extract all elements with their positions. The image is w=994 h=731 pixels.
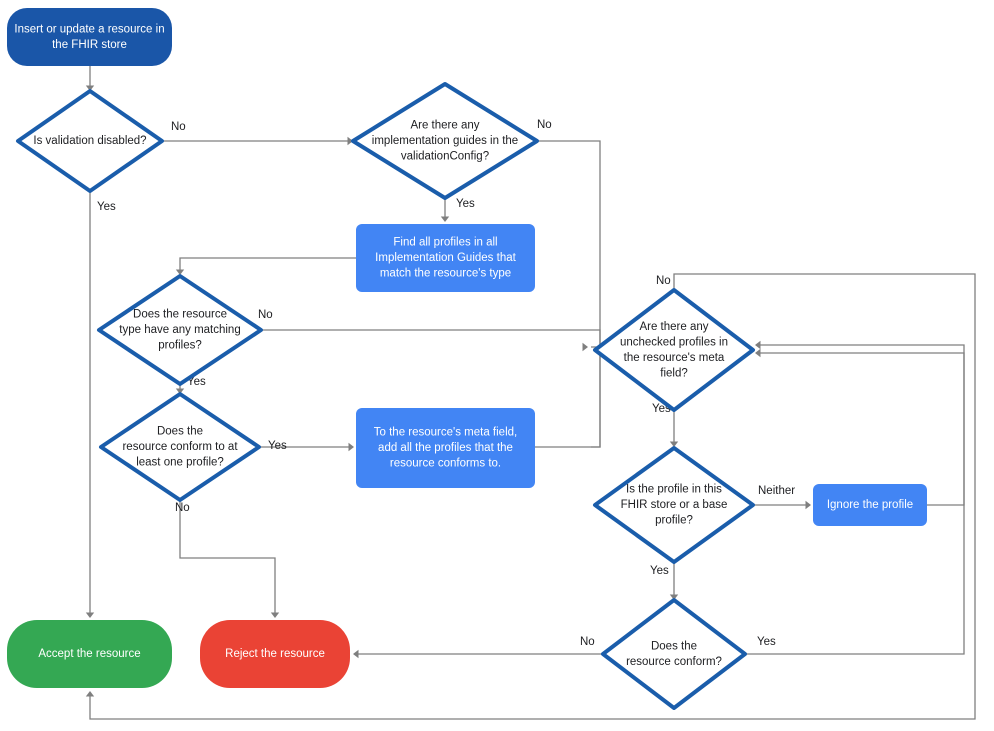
terminal-reject-resource-label: Reject the resource	[225, 648, 325, 660]
edge-validation-no-to-impl-guides-label: No	[171, 121, 186, 133]
edge-resource-conform-no-to-reject: No	[353, 636, 603, 659]
process-add-profiles-to-meta-label: To the resource's meta field,add all the…	[374, 427, 517, 470]
edge-resource-conform-no-to-reject-label: No	[580, 636, 595, 648]
edge-validation-yes-to-accept-arrowhead	[85, 612, 95, 618]
edge-find-profiles-to-matching	[175, 257, 356, 275]
edge-conform-one-no-to-reject-line	[179, 500, 276, 615]
edge-start-to-validation	[85, 66, 95, 91]
edge-impl-guides-yes-to-find-profiles: Yes	[440, 198, 475, 222]
decision-is-validation-disabled-shape[interactable]	[16, 89, 164, 193]
decision-is-validation-disabled[interactable]: Is validation disabled?	[16, 89, 164, 193]
decision-is-validation-disabled-label: Is validation disabled?	[33, 135, 146, 147]
edge-impl-guides-yes-to-find-profiles-label: Yes	[456, 198, 475, 210]
edge-validation-no-to-impl-guides: No	[162, 121, 353, 146]
edge-unchecked-no-to-accept: No	[85, 273, 976, 720]
edge-conform-one-yes-to-add-meta-arrowhead	[348, 442, 354, 452]
edge-find-profiles-to-matching-arrowhead	[175, 269, 185, 275]
decision-implementation-guides-shape[interactable]	[351, 82, 539, 200]
process-find-profiles-shape[interactable]	[356, 224, 535, 292]
edge-add-meta-to-unchecked	[535, 347, 601, 448]
edge-impl-guides-no-to-meta-join: No	[537, 119, 601, 448]
edge-impl-guides-no-to-meta-join-line	[537, 140, 601, 448]
edge-matching-no-to-unchecked-line	[261, 329, 601, 348]
terminal-accept-resource-label: Accept the resource	[38, 648, 140, 660]
process-add-profiles-to-meta[interactable]: To the resource's meta field,add all the…	[356, 408, 535, 488]
edge-matching-no-to-unchecked-label: No	[258, 309, 273, 321]
edge-ignore-back-to-unchecked	[755, 340, 965, 506]
edge-ignore-back-to-unchecked-arrowhead	[755, 340, 761, 350]
edge-resource-conform-yes-loop-line	[745, 352, 965, 655]
edge-resource-conform-yes-loop: Yes	[745, 348, 965, 655]
edge-profile-neither-to-ignore: Neither	[753, 485, 811, 510]
terminal-reject-resource[interactable]: Reject the resource	[200, 620, 350, 688]
edge-validation-yes-to-accept: Yes	[85, 191, 116, 618]
decision-profile-in-store-or-base-shape[interactable]	[593, 446, 755, 564]
decision-matching-profiles-shape[interactable]	[97, 274, 263, 386]
edge-resource-conform-yes-loop-arrowhead	[755, 348, 761, 358]
edge-profile-yes-to-resource-conform-arrowhead	[669, 594, 679, 600]
edge-conform-one-no-to-reject-arrowhead	[270, 612, 280, 618]
edge-matching-yes-to-conform-one-label: Yes	[187, 376, 206, 388]
edge-validation-no-to-impl-guides-arrowhead	[347, 136, 353, 146]
edge-conform-one-no-to-reject-label: No	[175, 502, 190, 514]
edge-conform-one-yes-to-add-meta-label: Yes	[268, 440, 287, 452]
edge-unchecked-yes-to-profile-in-store-arrowhead	[669, 441, 679, 447]
process-add-profiles-to-meta-shape[interactable]	[356, 408, 535, 488]
edge-conform-one-yes-to-add-meta: Yes	[259, 440, 354, 452]
edge-impl-guides-no-to-meta-join-label: No	[537, 119, 552, 131]
edge-profile-yes-to-resource-conform-label: Yes	[650, 565, 669, 577]
edge-add-meta-to-unchecked-line	[535, 347, 601, 448]
process-ignore-profile-shape[interactable]	[813, 484, 927, 526]
edge-profile-yes-to-resource-conform: Yes	[650, 562, 679, 600]
edge-unchecked-no-to-accept-label: No	[656, 275, 671, 287]
edge-unchecked-no-to-accept-line	[89, 273, 976, 720]
edge-resource-conform-no-to-reject-arrowhead	[353, 649, 359, 659]
edge-matching-no-to-unchecked: No	[258, 309, 601, 352]
edge-unchecked-no-to-accept-arrowhead	[85, 691, 95, 697]
edge-matching-yes-to-conform-one-arrowhead	[175, 388, 185, 394]
edge-resource-conform-yes-loop-label: Yes	[757, 636, 776, 648]
edge-impl-guides-yes-to-find-profiles-arrowhead	[440, 216, 450, 222]
terminal-accept-resource[interactable]: Accept the resource	[7, 620, 172, 688]
edge-conform-one-no-to-reject: No	[175, 500, 280, 618]
process-ignore-profile-label: Ignore the profile	[827, 499, 913, 511]
start-node-shape[interactable]	[7, 8, 172, 66]
edge-matching-yes-to-conform-one: Yes	[175, 376, 206, 394]
process-ignore-profile[interactable]: Ignore the profile	[813, 484, 927, 526]
edge-profile-neither-to-ignore-arrowhead	[805, 500, 811, 510]
edge-validation-yes-to-accept-label: Yes	[97, 201, 116, 213]
edge-find-profiles-to-matching-line	[179, 257, 356, 272]
edge-start-to-validation-arrowhead	[85, 85, 95, 91]
terminal-accept-resource-shape[interactable]	[7, 620, 172, 688]
edge-matching-no-to-unchecked-arrowhead	[582, 342, 588, 352]
decision-does-resource-conform-shape[interactable]	[601, 598, 747, 710]
decision-unchecked-profiles-shape[interactable]	[593, 288, 755, 412]
edge-ignore-back-to-unchecked-line	[758, 344, 965, 506]
decision-conform-at-least-one-profile-shape[interactable]	[99, 392, 261, 502]
edge-profile-neither-to-ignore-label: Neither	[758, 485, 795, 497]
terminal-reject-resource-shape[interactable]	[200, 620, 350, 688]
